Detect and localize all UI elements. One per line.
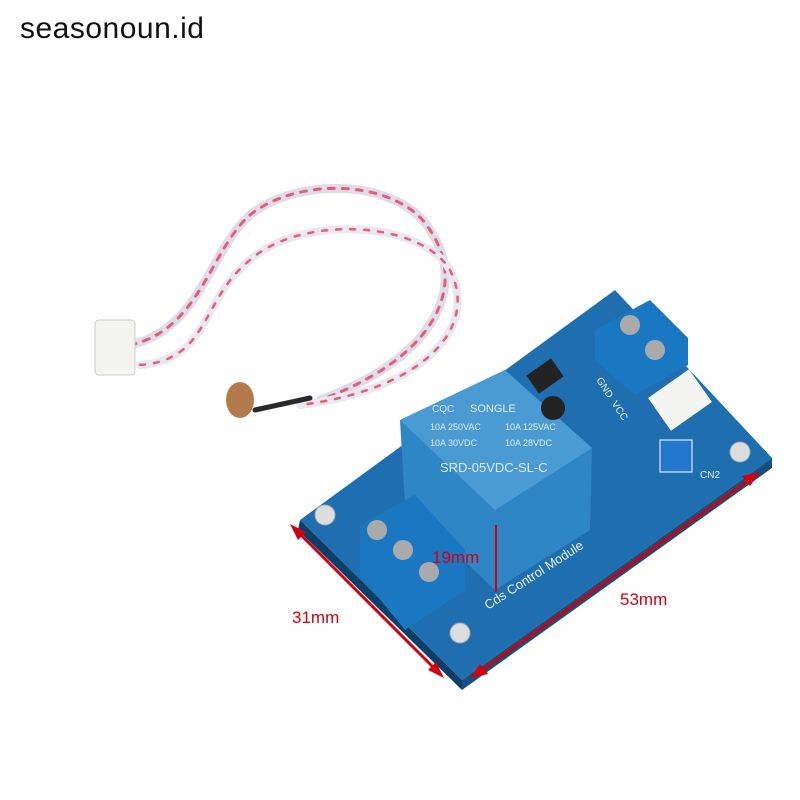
mount-hole (729, 441, 751, 463)
mount-hole (449, 622, 471, 644)
sensor-socket (648, 369, 712, 431)
screw-terminal-2pin (595, 300, 688, 395)
width-label: 53mm (620, 590, 668, 609)
depth-label: 31mm (292, 608, 340, 627)
potentiometer (659, 439, 693, 473)
component-label-cn2: CN2 (700, 470, 720, 481)
relay-rating: 10A 125VAC (505, 422, 556, 432)
sensor-cable (125, 183, 462, 413)
capacitor (541, 396, 565, 420)
jst-connector (94, 319, 136, 376)
ic-chip (526, 358, 564, 394)
dimension-arrows (290, 472, 760, 678)
relay-rating: 10A 30VDC (430, 438, 478, 448)
relay-cqc-mark: CQC (432, 404, 454, 415)
relay-brand: SONGLE (470, 403, 516, 415)
height-label: 19mm (432, 548, 480, 567)
photoresistor (226, 382, 254, 418)
watermark: seasonoun.id (20, 12, 205, 45)
relay-model: SRD-05VDC-SL-C (440, 460, 548, 475)
mount-hole (314, 504, 336, 526)
relay-rating: 10A 250VAC (430, 422, 481, 432)
relay-rating: 10A 28VDC (505, 438, 553, 448)
